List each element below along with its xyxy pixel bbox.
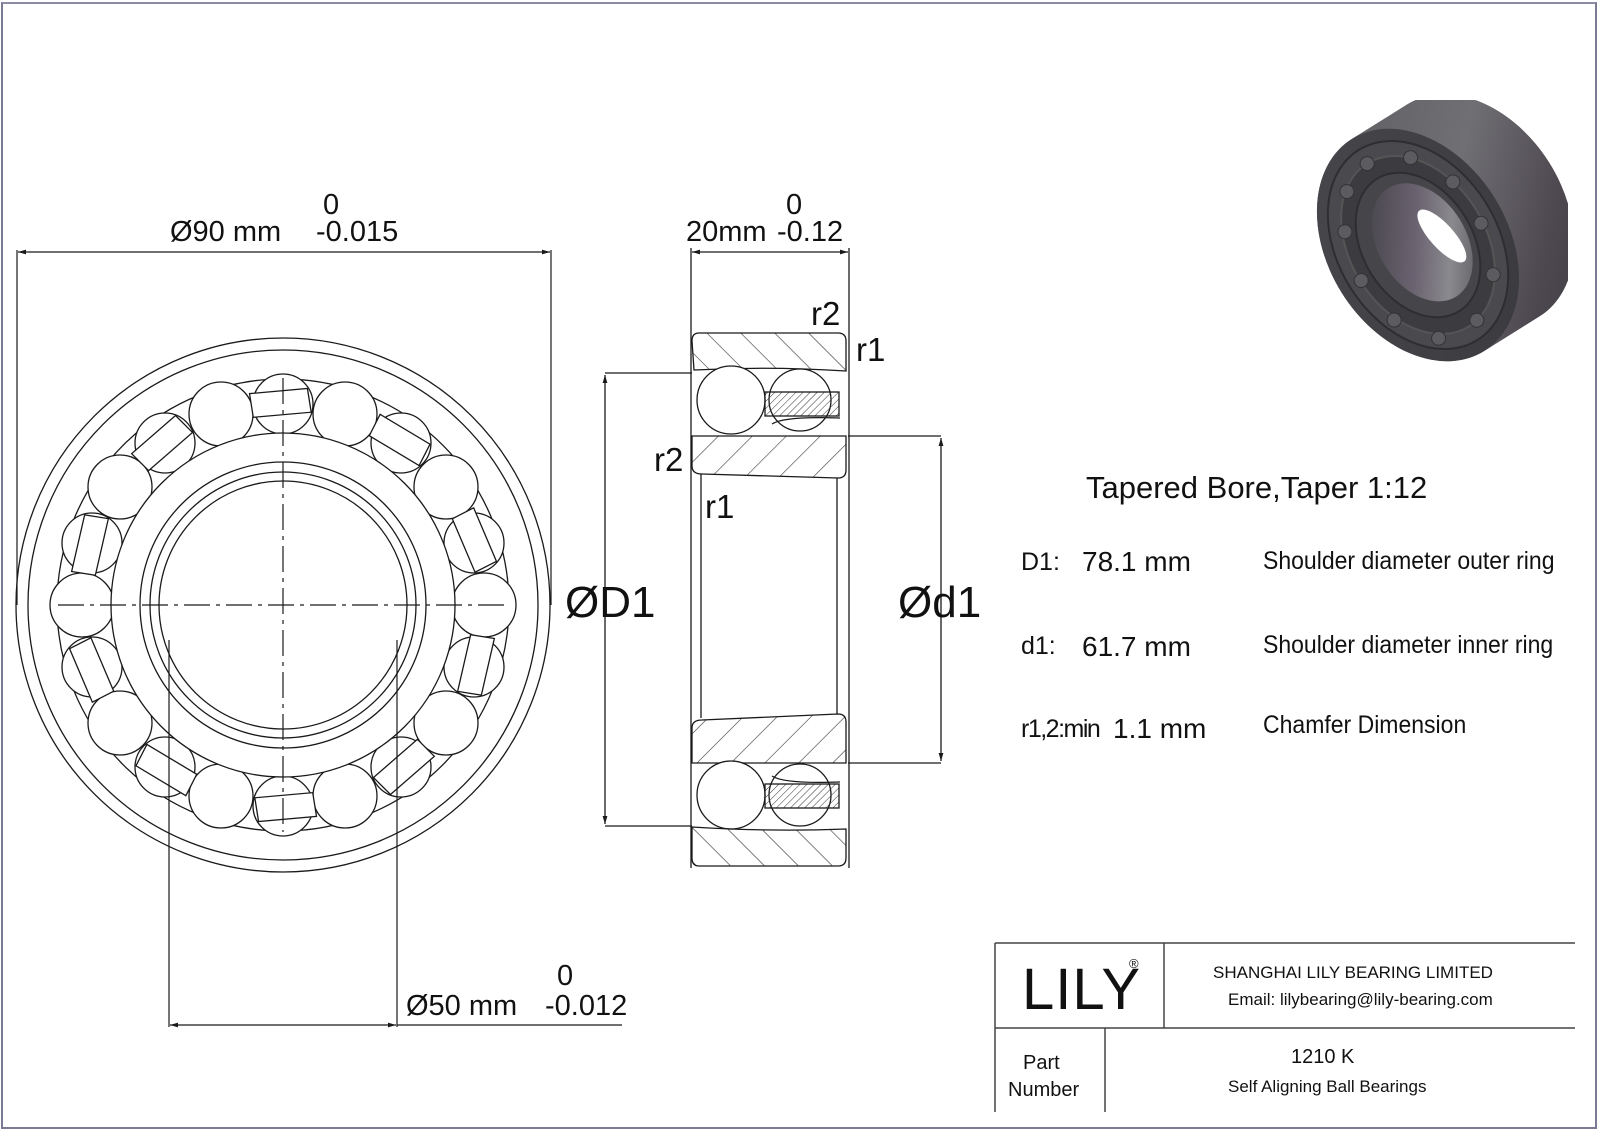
company-name: SHANGHAI LILY BEARING LIMITED [1213,963,1493,982]
spec-value: 1.1 mm [1113,713,1207,744]
width-label: 20mm [686,216,767,248]
shoulder-inner-dim-label: Ød1 [898,578,982,627]
bore-diameter-label: Ø50 mm [406,990,518,1022]
bore-diameter-tol-lower: -0.012 [545,990,628,1022]
spec-key: D1: [1021,548,1060,576]
spec-description: Shoulder diameter outer ring [1263,547,1555,575]
width-tol-lower: -0.12 [777,216,844,248]
outer-ring-edge [15,337,551,873]
spec-value: 78.1 mm [1082,546,1191,577]
chamfer-r1-top: r1 [856,331,886,368]
spec-key: d1: [1021,632,1056,660]
outer-diameter-label: Ø90 mm [170,216,282,248]
chamfer-r1-bore: r1 [705,488,735,525]
outer-diameter-tol-upper: 0 [323,189,340,221]
chamfer-r2-top: r2 [811,295,841,332]
part-label-line2: Number [1008,1079,1080,1101]
bore-diameter-tol-upper: 0 [557,960,574,992]
chamfer-r2-left: r2 [654,441,684,478]
company-logo: LILY [1022,957,1142,1022]
shoulder-outer-dim-label: ØD1 [565,578,656,627]
bearing-3d-render [1316,100,1568,362]
title-block: LILY ® SHANGHAI LILY BEARING LIMITED Ema… [995,943,1575,1113]
width-tol-upper: 0 [786,189,803,221]
outer-ring-chamfer [27,349,539,861]
cage-segments [68,387,498,823]
part-number: 1210 K [1291,1046,1355,1068]
front-view-dimensions [16,249,622,1028]
front-view [15,337,551,873]
section-view [602,248,944,868]
spec-description: Chamfer Dimension [1263,711,1467,739]
taper-title: Tapered Bore,Taper 1:12 [1086,470,1428,505]
company-email: Email: lilybearing@lily-bearing.com [1228,990,1493,1009]
part-description: Self Aligning Ball Bearings [1228,1077,1427,1096]
part-label-line1: Part [1023,1052,1060,1074]
spec-key: r1,2:min [1021,715,1101,743]
spec-description: Shoulder diameter inner ring [1263,631,1554,659]
registered-mark: ® [1129,956,1139,971]
outer-diameter-tol-lower: -0.015 [316,216,399,248]
title-block-lines [994,942,1575,1112]
spec-value: 61.7 mm [1082,631,1191,662]
